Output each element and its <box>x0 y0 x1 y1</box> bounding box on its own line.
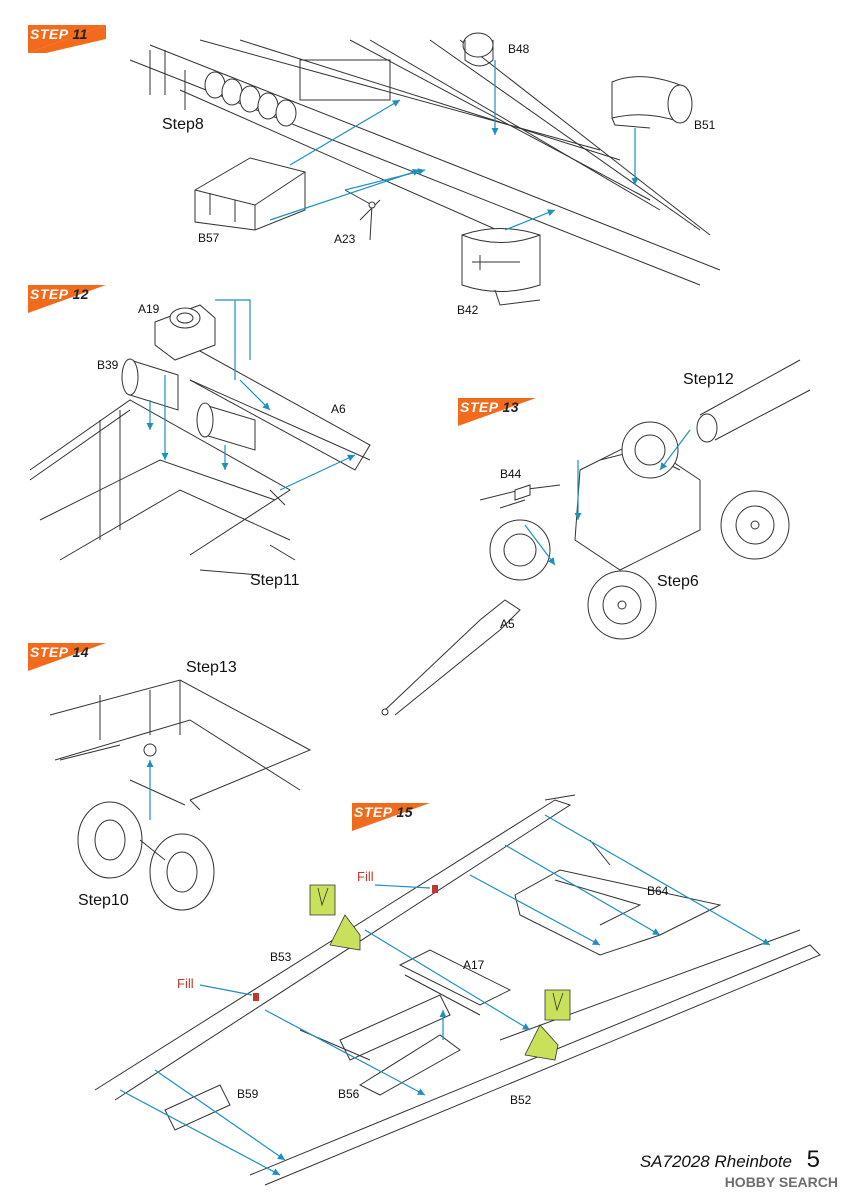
fill-label: Fill <box>177 976 194 991</box>
step14-drawing <box>49 679 312 911</box>
watermark: HOBBY SEARCH <box>724 1174 838 1190</box>
step15-arrows <box>119 814 771 1176</box>
step-11-label: STEP <box>30 26 69 42</box>
step-15-label: STEP <box>354 804 393 820</box>
part-a17: A17 <box>463 958 485 972</box>
step-11-number: 11 <box>72 26 88 42</box>
part-b44: B44 <box>500 467 522 481</box>
step-12-label: STEP <box>30 286 69 302</box>
ref-step12: Step12 <box>683 371 734 388</box>
part-a23: A23 <box>334 232 356 246</box>
part-a6: A6 <box>331 402 346 416</box>
step13-arrows <box>524 429 691 566</box>
ref-step13: Step13 <box>186 659 237 676</box>
ref-step6: Step6 <box>657 573 699 590</box>
part-b64: B64 <box>647 884 669 898</box>
step11-drawing <box>129 32 721 306</box>
ref-step10: Step10 <box>78 892 129 909</box>
step-15-number: 15 <box>396 804 414 820</box>
ref-step11: Step11 <box>250 572 300 589</box>
part-b42: B42 <box>457 303 479 317</box>
ref-step8: Step8 <box>162 116 204 133</box>
part-b48: B48 <box>508 42 530 56</box>
part-b56: B56 <box>338 1087 360 1101</box>
step13-drawing <box>381 359 811 716</box>
step-13-label: STEP <box>460 399 499 415</box>
part-a19: A19 <box>138 302 160 316</box>
part-b57: B57 <box>198 231 220 245</box>
fill-label: Fill <box>357 869 374 884</box>
part-a5: A5 <box>500 617 515 631</box>
step-14-badge: STEP 14 <box>28 643 106 671</box>
part-b59: B59 <box>237 1087 259 1101</box>
step-14-label: STEP <box>30 644 69 660</box>
part-b53: B53 <box>270 950 292 964</box>
step-14-number: 14 <box>72 644 90 660</box>
step-15-badge: STEP 15 <box>352 803 430 831</box>
step15-fill-marks <box>253 885 438 1001</box>
page-number: 5 <box>806 1146 820 1173</box>
part-b39: B39 <box>97 358 119 372</box>
step15-lime-parts <box>309 884 571 1061</box>
step11-arrows <box>269 60 639 231</box>
part-b52: B52 <box>510 1093 532 1107</box>
step-13-number: 13 <box>502 399 520 415</box>
step12-drawing <box>29 304 371 576</box>
footer-title: SA72028 Rheinbote <box>639 1152 792 1171</box>
step-12-badge: STEP 12 <box>28 285 106 313</box>
step-13-badge: STEP 13 <box>458 398 536 426</box>
step15-drawing <box>94 794 821 1186</box>
step-11-badge: STEP 11 <box>28 25 106 53</box>
part-b51: B51 <box>694 118 716 132</box>
step12-arrows <box>146 299 356 491</box>
step-12-number: 12 <box>72 286 90 302</box>
